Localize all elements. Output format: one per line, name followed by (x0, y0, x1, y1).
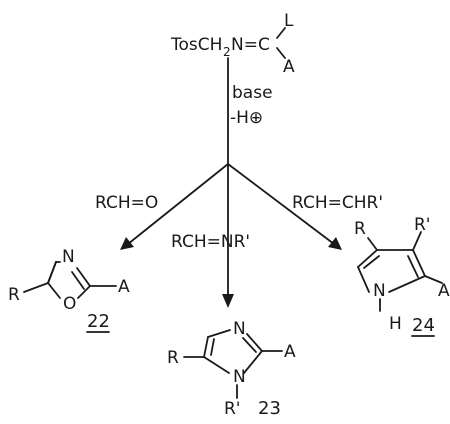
bond-c5-r (23, 282, 49, 293)
oxazole-o-atom: O (63, 294, 76, 314)
compound-number-23: 23 (258, 398, 281, 419)
bond-n3-c4 (207, 329, 231, 338)
bond-o1-c5 (47, 282, 61, 299)
bond-c2-o1 (77, 285, 91, 299)
pyrrole-n-atom: N (373, 281, 386, 301)
bond-c5-n1 (388, 275, 426, 293)
imidazole-n1-atom: N (233, 367, 246, 387)
oxazole-a-group: A (118, 277, 130, 297)
compound-number-22: 22 (87, 311, 110, 332)
arrowhead-pyrrole (328, 237, 342, 250)
pyrrole-product: N H R R' A 24 (354, 215, 450, 337)
reagent-subscript: 2 (223, 45, 231, 59)
pyrrole-a-group: A (438, 281, 450, 301)
bond-n1-c2 (243, 350, 263, 374)
reagent-ligand-a: A (283, 57, 295, 77)
arrowhead-oxazole (120, 237, 134, 250)
bond-c4-c5 (47, 261, 57, 284)
reactant-imine: RCH=NR' (171, 232, 250, 252)
bond-c-l (276, 27, 286, 39)
branch-arrows (120, 163, 342, 308)
bond-c4-c5 (203, 336, 209, 358)
bond-n1-c2 (357, 266, 370, 293)
bond-c5-a (424, 275, 443, 284)
arrowhead-imidazole (222, 294, 234, 308)
bond-c2-n3-double (242, 337, 257, 353)
reagent-prefix: TosCH (170, 35, 222, 55)
reactant-alkene: RCH=CHR' (292, 193, 383, 213)
oxazole-n-atom: N (62, 247, 75, 267)
imidazole-product: N N R A R' 23 (167, 319, 296, 419)
bond-c2-c3-double (363, 255, 380, 269)
compound-number-24: 24 (412, 315, 435, 336)
imidazole-n3-atom: N (233, 319, 246, 339)
reactant-aldehyde: RCH=O (95, 193, 158, 213)
bond-c-a (276, 47, 286, 59)
pyrrole-h-atom: H (389, 314, 402, 334)
bond-n3-c2-double (71, 271, 85, 290)
bond-c2-c3 (357, 249, 378, 268)
bond-c4-c5 (412, 249, 426, 277)
arrow-to-oxazole (127, 163, 229, 245)
condition-base: base (232, 83, 273, 103)
bond-c3-r (367, 237, 378, 251)
bond-c2-n3 (246, 333, 263, 352)
bond-c4-c5-double (407, 255, 419, 278)
pyrrole-rprime-group: R' (414, 215, 431, 235)
bond-c4-c5-double (210, 338, 215, 356)
arrow-to-pyrrole (227, 163, 335, 245)
pyrrole-r-group: R (354, 219, 366, 239)
oxazole-product: N O R A 22 (8, 247, 130, 333)
condition-proton-loss: -H⊕ (230, 108, 263, 128)
reagent-ligand-l: L (284, 11, 294, 31)
bond-c5-n1 (203, 356, 230, 374)
bond-c4-rprime (412, 231, 422, 251)
base-step: base -H⊕ (227, 57, 273, 165)
oxazole-r-group: R (8, 285, 20, 305)
imidazole-r-group: R (167, 348, 179, 368)
imidazole-rprime-group: R' (224, 399, 241, 419)
reagent-mid: N=C (231, 35, 270, 55)
imidazole-a-group: A (284, 342, 296, 362)
reagent-tosmic-derivative: TosCH 2 N=C L A (170, 11, 295, 77)
bond-n3-c2 (76, 267, 91, 287)
